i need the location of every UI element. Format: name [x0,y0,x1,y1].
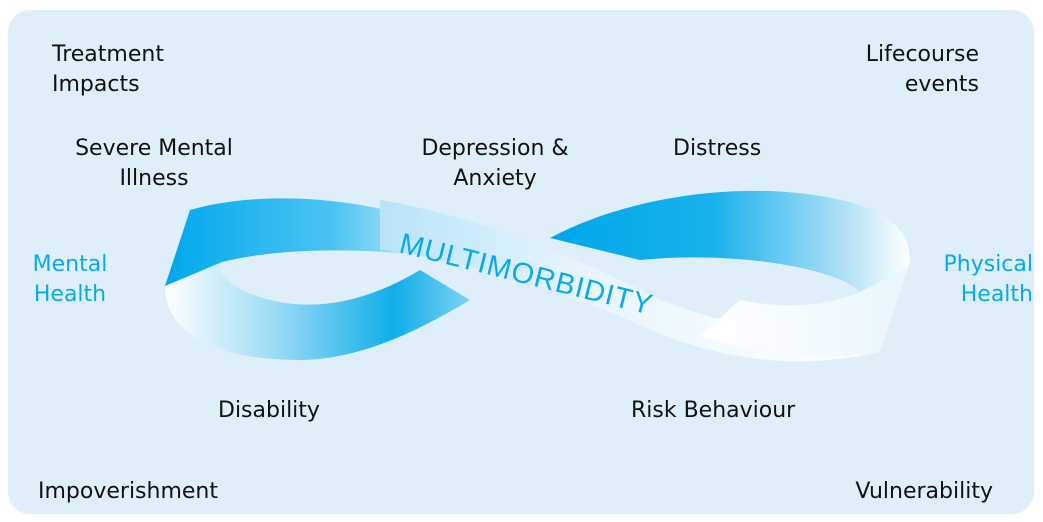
mental-health-label: Mental Health [32,252,108,307]
ribbon-right-end [700,268,908,357]
treatment-impacts-label: Treatment Impacts [52,42,164,97]
impoverishment-label: Impoverishment [38,479,218,504]
severe-mental-illness-label: Severe Mental Illness [75,136,233,191]
risk-behaviour-label: Risk Behaviour [631,398,796,423]
vulnerability-label: Vulnerability [855,479,993,504]
distress-label: Distress [673,136,762,161]
lifecourse-events-label: Lifecourse events [865,42,979,97]
depression-anxiety-label: Depression & Anxiety [421,136,569,191]
ribbon-center-band [380,200,880,362]
ribbon-right-top [550,190,910,292]
ribbon-left-bottom [165,262,470,360]
physical-health-label: Physical Health [943,252,1034,307]
disability-label: Disability [218,398,320,423]
